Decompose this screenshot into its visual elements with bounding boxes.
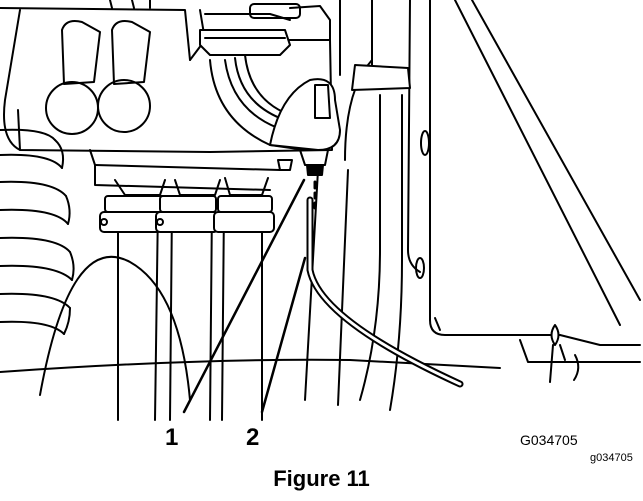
- elbow-hose: [199, 29, 311, 151]
- drawing-code-upper: G034705: [520, 432, 578, 448]
- leader-line-1: [182, 178, 306, 414]
- coiled-hose: [0, 128, 75, 335]
- leader-lines: [182, 178, 307, 414]
- callout-2: 2: [246, 424, 260, 451]
- figure-caption: Figure 11: [273, 466, 370, 491]
- sensor-housing: [269, 78, 341, 176]
- valve-manifold: [0, 0, 333, 191]
- drawing-code-lower: g034705: [590, 452, 633, 464]
- leader-line-2: [260, 256, 307, 414]
- callout-1: 1: [165, 424, 179, 451]
- hose-fittings: [99, 177, 275, 421]
- wire-harness: [306, 180, 464, 388]
- loop-hose: [39, 255, 191, 401]
- frame-structure: [0, 0, 641, 383]
